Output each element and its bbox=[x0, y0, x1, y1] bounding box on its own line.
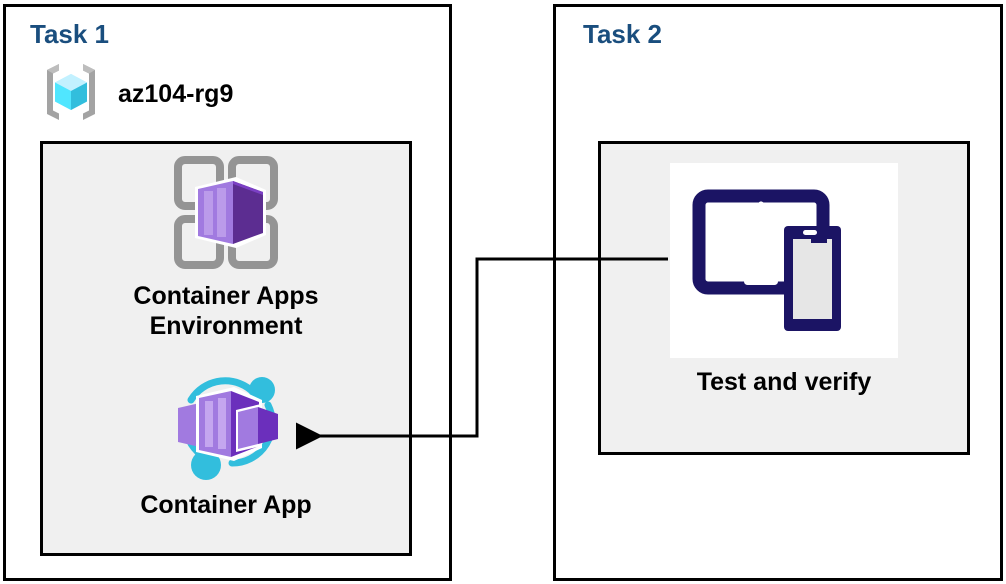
container-app-node: Container App bbox=[40, 368, 412, 521]
container-apps-environment-label: Container Apps Environment bbox=[133, 282, 319, 340]
container-apps-environment-icon bbox=[164, 155, 288, 278]
task-2-title: Task 2 bbox=[583, 19, 663, 49]
container-apps-environment-node: Container Apps Environment bbox=[40, 155, 412, 341]
devices-icon bbox=[670, 163, 898, 358]
test-and-verify-node: Test and verify bbox=[598, 163, 970, 398]
task-1-title: Task 1 bbox=[30, 19, 110, 49]
resource-group-name: az104-rg9 bbox=[118, 79, 234, 108]
test-and-verify-label: Test and verify bbox=[696, 368, 872, 396]
resource-group-header: az104-rg9 bbox=[36, 58, 233, 130]
container-app-icon bbox=[158, 368, 294, 485]
resource-group-icon bbox=[36, 57, 106, 132]
container-app-label: Container App bbox=[140, 491, 312, 519]
